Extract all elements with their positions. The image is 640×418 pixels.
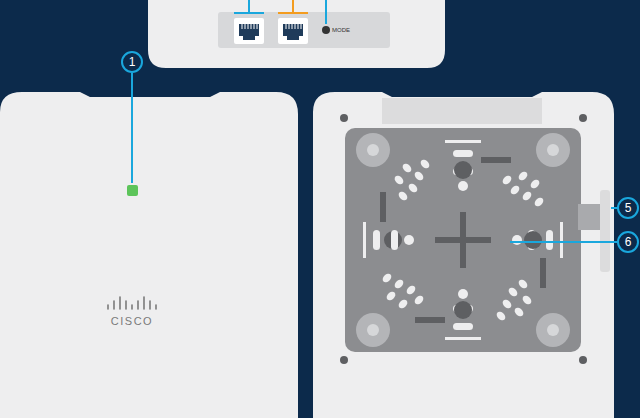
mount-rail [382,98,542,124]
callout-circle [618,198,638,218]
leader-line [510,241,618,243]
callout-number: 1 [123,56,141,68]
brand-logo-text: CISCO [111,316,153,327]
plate-holes [356,133,570,347]
cisco-logo-bars [108,297,156,309]
leader-line [131,73,133,183]
leader-line [234,12,264,14]
button-label: MODE [332,27,350,33]
leader-line [278,12,308,14]
bracket-slot [600,190,610,272]
access-point-top [0,92,298,418]
leader-line [325,0,327,24]
callout-circle [122,52,142,72]
mode-button [322,26,330,34]
access-point-bottom [313,92,614,418]
ethernet-port [234,18,264,44]
callout-number: 5 [619,202,637,214]
device-side-view [148,0,445,68]
port-panel [218,12,390,48]
status-led [127,185,138,196]
ethernet-port [278,18,308,44]
callout-circle [618,232,638,252]
leader-line [248,0,250,14]
mounting-plate [345,128,581,352]
callout-number: 6 [619,236,637,248]
leader-line [292,0,294,14]
leader-line [611,207,618,209]
screw [340,114,587,364]
